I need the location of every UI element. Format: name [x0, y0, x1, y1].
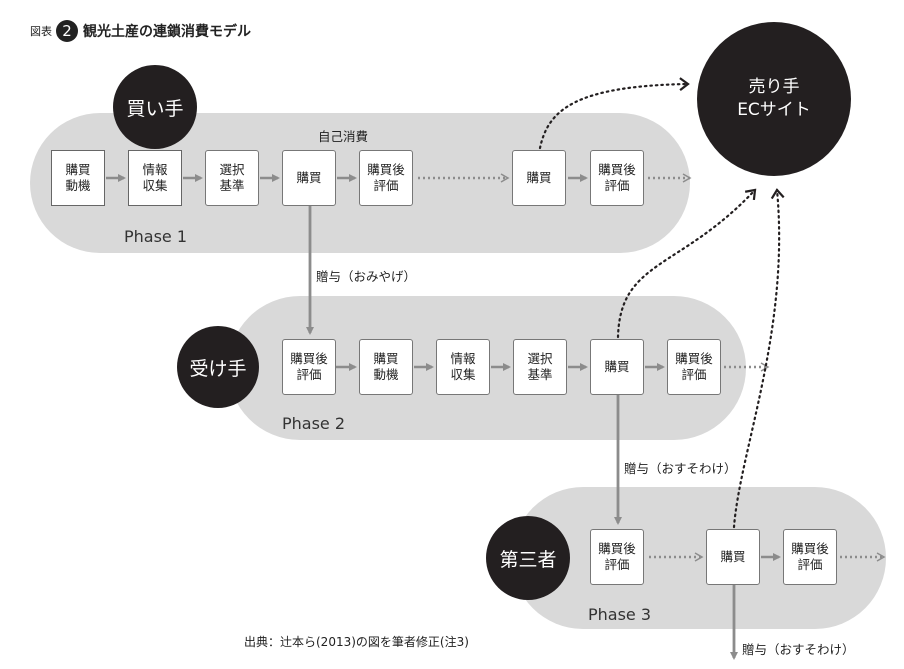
phase-1-label: Phase 1 [124, 227, 188, 246]
p1-purchase-motive: 購買 動機 [51, 150, 105, 206]
gift-label-2: 贈与（おすそわけ） [624, 461, 737, 476]
p3-purchase: 購買 [706, 529, 760, 585]
p1-info-gathering: 情報 収集 [128, 150, 182, 206]
gift-label-1: 贈与（おみやげ） [316, 269, 417, 284]
source-note: 出典：辻本ら(2013)の図を筆者修正(注3) [244, 635, 469, 649]
p2-post-purchase-eval: 購買後 評価 [282, 339, 336, 395]
p3-post-purchase-eval: 購買後 評価 [590, 529, 644, 585]
p2-purchase-motive: 購買 動機 [359, 339, 413, 395]
p2-repeat-eval: 購買後 評価 [667, 339, 721, 395]
p1-repeat-purchase: 購買 [512, 150, 566, 206]
p2-selection-criteria: 選択 基準 [513, 339, 567, 395]
gift-label-3: 贈与（おすそわけ） [742, 642, 855, 657]
p2-purchase: 購買 [590, 339, 644, 395]
p3-repeat-eval: 購買後 評価 [783, 529, 837, 585]
figure-title: 図表 2 観光土産の連鎖消費モデル [30, 18, 251, 44]
phase-3-label: Phase 3 [588, 605, 652, 624]
repurchase-curves [538, 77, 785, 529]
figure-title-text: 観光土産の連鎖消費モデル [83, 24, 251, 40]
actor-buyer: 買い手 [113, 65, 197, 149]
p1-post-purchase-eval: 購買後 評価 [359, 150, 413, 206]
phase-2-label: Phase 2 [282, 414, 346, 433]
p1-purchase: 購買 [282, 150, 336, 206]
figure-number-badge: 2 [56, 20, 78, 42]
seller-label: 売り手 [748, 77, 800, 98]
p1-selection-criteria: 選択 基準 [205, 150, 259, 206]
self-consumption-label: 自己消費 [318, 129, 369, 144]
figure-prefix: 図表 [30, 25, 52, 38]
p1-repeat-eval: 購買後 評価 [590, 150, 644, 206]
p2-info-gathering: 情報 収集 [436, 339, 490, 395]
actor-seller-ec-site: 売り手 ECサイト [697, 22, 851, 176]
ec-site-label: ECサイト [737, 100, 811, 120]
actor-receiver: 受け手 [177, 326, 259, 408]
actor-third-party: 第三者 [486, 516, 570, 600]
